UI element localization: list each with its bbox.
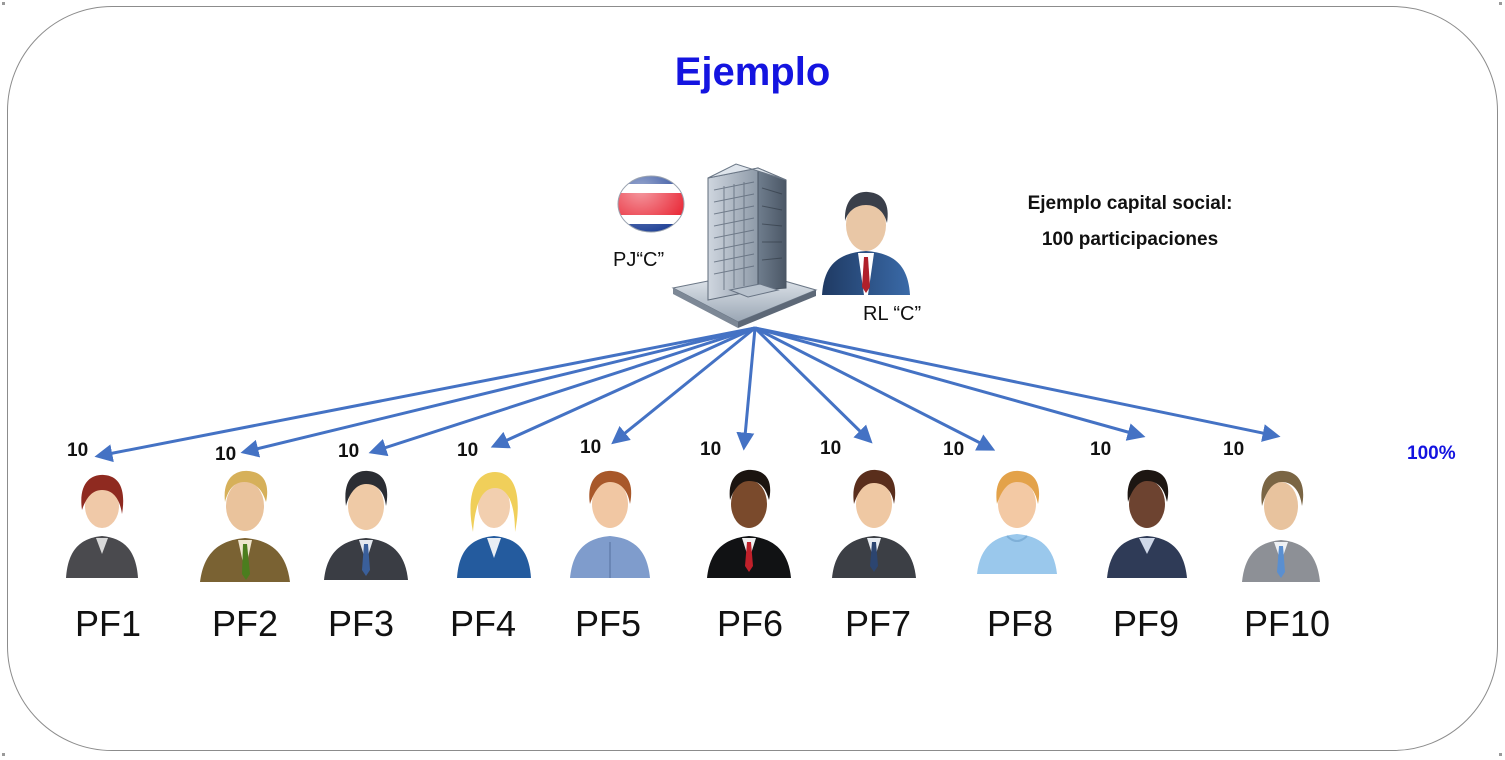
holder-name-pf2: PF2 bbox=[211, 603, 279, 644]
arrow-pf8 bbox=[754, 326, 996, 451]
arrow-pf7 bbox=[753, 326, 873, 444]
corner-marker bbox=[2, 2, 5, 5]
share-pf1: 10 bbox=[67, 440, 89, 461]
arrow-pf4 bbox=[490, 326, 756, 449]
building-icon bbox=[671, 163, 818, 328]
person-male-icon bbox=[570, 470, 650, 578]
share-pf2: 10 bbox=[215, 444, 237, 465]
person-child-icon bbox=[977, 470, 1057, 574]
capital-info-line2: 100 participaciones bbox=[1041, 229, 1219, 250]
company-label: PJ“C” bbox=[613, 249, 665, 271]
costa-rica-flag-icon bbox=[617, 175, 685, 233]
representative-icon bbox=[822, 191, 910, 295]
corner-marker bbox=[1499, 753, 1502, 756]
holder-name-pf5: PF5 bbox=[574, 603, 642, 644]
capital-info: Ejemplo capital social: 100 participacio… bbox=[960, 186, 1300, 258]
arrow-pf3 bbox=[368, 326, 756, 457]
share-pf4: 10 bbox=[457, 440, 479, 461]
holder-name-pf9: PF9 bbox=[1112, 603, 1180, 644]
share-pf3: 10 bbox=[338, 441, 360, 462]
arrow-pf9 bbox=[754, 326, 1146, 441]
holder-name-pf8: PF8 bbox=[986, 603, 1054, 644]
person-male-icon bbox=[1107, 469, 1187, 578]
corner-marker bbox=[1499, 2, 1502, 5]
person-female-icon bbox=[66, 474, 138, 578]
arrow-pf6 bbox=[736, 327, 757, 451]
person-male-icon bbox=[324, 470, 408, 580]
share-pf7: 10 bbox=[820, 438, 842, 459]
share-pf8: 10 bbox=[943, 439, 965, 460]
arrow-pf5 bbox=[611, 326, 756, 445]
arrow-pf10 bbox=[754, 326, 1281, 442]
capital-info-line1: Ejemplo capital social: bbox=[1027, 193, 1233, 214]
holder-name-pf1: PF1 bbox=[74, 603, 142, 644]
holder-name-pf7: PF7 bbox=[844, 603, 912, 644]
diagram-frame bbox=[7, 6, 1498, 751]
share-pf5: 10 bbox=[580, 437, 602, 458]
share-pf6: 10 bbox=[700, 439, 722, 460]
holder-name-pf6: PF6 bbox=[716, 603, 784, 644]
share-pf10: 10 bbox=[1223, 439, 1245, 460]
person-male-icon bbox=[200, 470, 290, 582]
diagram-title: Ejemplo bbox=[674, 50, 831, 94]
person-male-icon bbox=[1242, 470, 1320, 582]
holder-name-pf3: PF3 bbox=[327, 603, 395, 644]
person-female-icon bbox=[457, 472, 531, 578]
arrow-pf1 bbox=[94, 326, 756, 463]
person-male-icon bbox=[707, 469, 791, 578]
holder-name-pf10: PF10 bbox=[1243, 603, 1331, 644]
arrow-pf2 bbox=[240, 326, 756, 458]
share-pf9: 10 bbox=[1090, 439, 1112, 460]
corner-marker bbox=[2, 753, 5, 756]
representative-label: RL “C” bbox=[863, 303, 922, 325]
total-percentage: 100% bbox=[1407, 443, 1456, 464]
person-male-icon bbox=[832, 469, 916, 578]
holder-name-pf4: PF4 bbox=[449, 603, 517, 644]
